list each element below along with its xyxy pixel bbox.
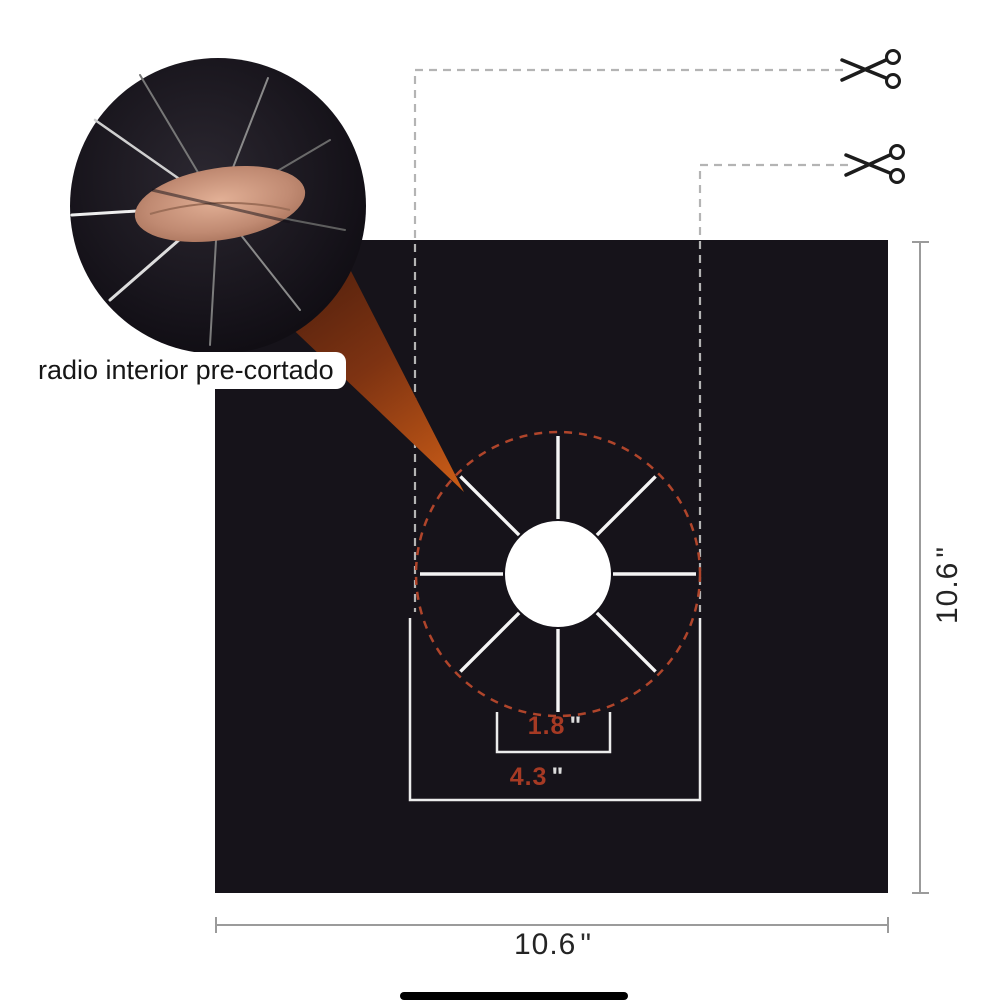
- dim-value: 10.6: [513, 928, 577, 961]
- dim-value: 4.3: [509, 763, 548, 791]
- dim-value: 1.8: [527, 712, 566, 740]
- precut-diameter-bracket: [408, 618, 702, 802]
- scissors-icon: [840, 49, 901, 89]
- precut-zoom-inset: [70, 58, 366, 354]
- precut-radial-slits: [420, 436, 696, 712]
- slit-flap-edge: [151, 188, 291, 224]
- height-dimension-line: [912, 241, 929, 894]
- dim-unit: ": [931, 545, 964, 558]
- dim-unit: ": [551, 763, 565, 791]
- dim-unit: ": [580, 928, 593, 961]
- finger-crease: [149, 201, 291, 215]
- precut-diameter-dim-label: 4.3": [477, 763, 597, 792]
- scissors-icon: [844, 144, 905, 184]
- inner-diameter-dim-label: 1.8": [500, 712, 610, 741]
- dim-value: 10.6: [931, 561, 964, 625]
- width-dimension-line: [215, 917, 889, 933]
- sheet-width-dim-label: 10.6": [453, 928, 653, 962]
- center-hole: [505, 521, 611, 627]
- sheet-height-dim-label: 10.6 ": [931, 546, 965, 624]
- dim-unit: ": [569, 712, 583, 740]
- cut-line-middle: [698, 163, 848, 612]
- callout-label: radio interior pre-cortado: [26, 352, 346, 389]
- bottom-bar: [400, 992, 628, 1000]
- inner-diameter-bracket: [495, 712, 612, 754]
- precut-boundary-dashed-circle: [414, 430, 702, 718]
